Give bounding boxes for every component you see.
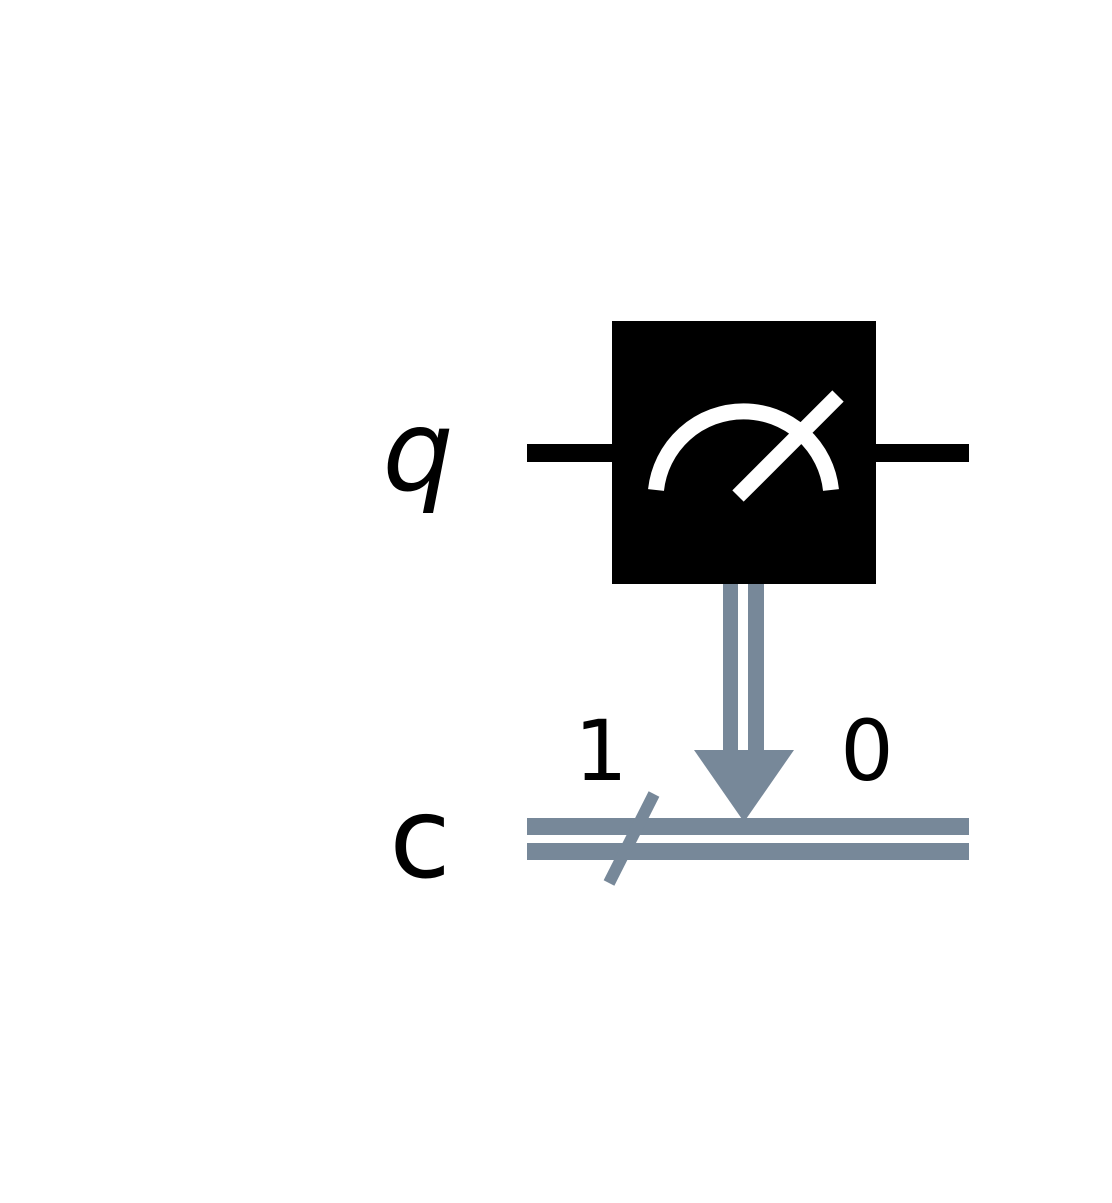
measure-connector-line-right — [748, 582, 764, 752]
measure-target-bit-label: 0 — [840, 702, 893, 800]
bus-slash-marker — [603, 791, 660, 886]
quantum-register-label: q — [382, 387, 453, 517]
classical-register-label: c — [389, 774, 451, 904]
measure-connector — [694, 582, 794, 822]
measure-connector-line-left — [723, 582, 738, 752]
measure-gate-box — [612, 321, 876, 584]
meter-needle — [732, 390, 844, 502]
classical-wire — [527, 818, 969, 860]
classical-wire-line-top — [527, 818, 969, 835]
classical-wire-line-bottom — [527, 843, 969, 860]
meter-icon — [648, 390, 844, 502]
measure-arrowhead — [694, 750, 794, 822]
classical-bit-count-label: 1 — [574, 702, 627, 800]
meter-arc — [648, 403, 839, 491]
measure-gate — [612, 321, 876, 584]
